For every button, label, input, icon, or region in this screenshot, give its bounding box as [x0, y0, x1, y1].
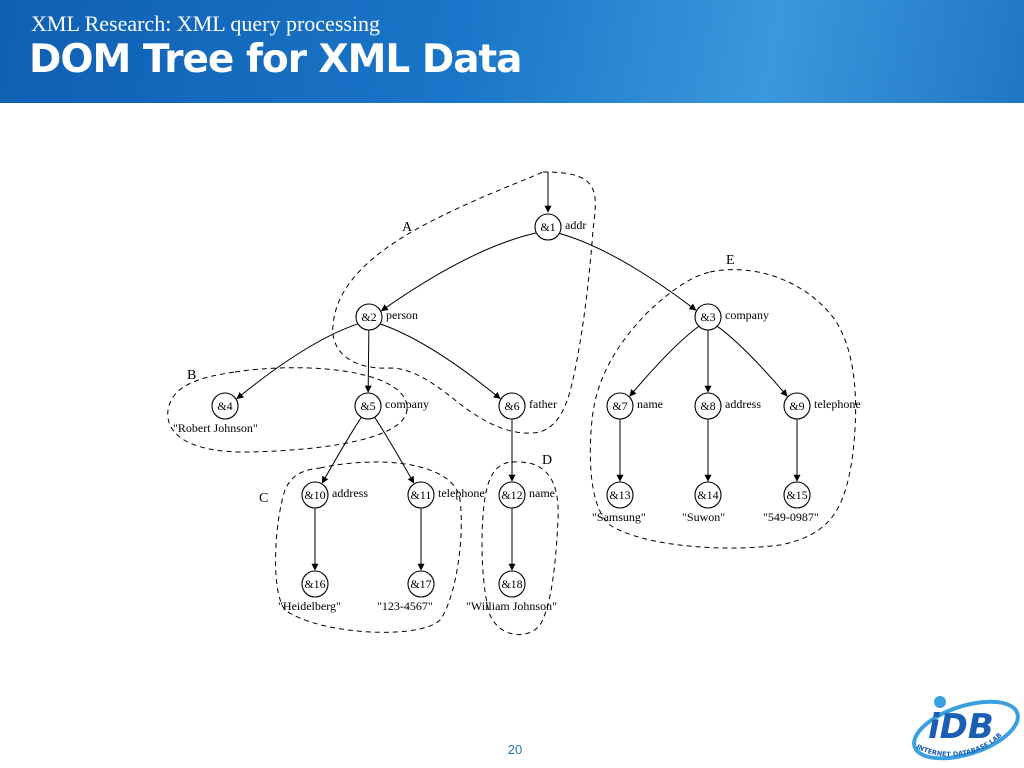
slide-title: DOM Tree for XML Data	[29, 37, 522, 82]
edge-n1-n2	[380, 232, 537, 312]
node-tag-label: telephone	[438, 486, 485, 500]
node-n5: &5 company	[354, 392, 429, 420]
node-tag-label: father	[529, 397, 557, 411]
region-e-outline	[589, 269, 857, 549]
node-n7: &7 name	[606, 392, 663, 420]
edge-n3-n9	[716, 325, 788, 397]
node-value-label: "123-4567"	[377, 599, 433, 613]
slide-subtitle: XML Research: XML query processing	[31, 11, 381, 36]
node-id-label: &14	[697, 488, 718, 502]
node-n4: &4 "Robert Johnson"	[173, 392, 258, 435]
edge-n2-n6	[379, 323, 501, 400]
node-circle	[694, 392, 722, 420]
node-value-label: "549-0987"	[763, 510, 819, 524]
node-n15: &15 "549-0987"	[763, 481, 819, 524]
region-label-b: B	[187, 368, 196, 383]
edge-n3-n7	[629, 325, 700, 397]
node-circle	[783, 392, 811, 420]
node-n12: &12 name	[498, 481, 555, 509]
node-circle	[301, 481, 329, 509]
node-id-label: &3	[700, 310, 715, 324]
node-n17: &17 "123-4567"	[377, 570, 435, 613]
node-tag-label: person	[386, 308, 418, 322]
node-tag-label: addr	[565, 218, 586, 232]
node-tag-label: name	[637, 397, 663, 411]
node-n14: &14 "Suwon"	[682, 481, 725, 524]
node-circle	[498, 481, 526, 509]
node-id-label: &4	[217, 399, 232, 413]
edge-n1-n3	[559, 232, 697, 311]
node-tag-label: address	[332, 486, 368, 500]
node-id-label: &15	[786, 488, 807, 502]
node-circle	[694, 481, 722, 509]
edge-n5-n10	[321, 416, 362, 484]
node-value-label: "Suwon"	[682, 510, 725, 524]
node-id-label: &12	[501, 488, 522, 502]
node-tag-label: telephone	[814, 397, 861, 411]
region-label-a: A	[402, 220, 413, 235]
region-label-d: D	[542, 453, 552, 468]
node-n9: &9 telephone	[783, 392, 861, 420]
node-id-label: &2	[361, 310, 376, 324]
node-id-label: &9	[789, 399, 804, 413]
node-value-label: "William Johnson"	[466, 599, 557, 613]
node-n2: &2 person	[355, 303, 418, 331]
node-id-label: &13	[609, 488, 630, 502]
node-tag-label: company	[725, 308, 769, 322]
node-tag-label: name	[529, 486, 555, 500]
logo-mark: iDB	[928, 707, 994, 747]
region-b-outline	[167, 367, 408, 453]
node-circle	[355, 303, 383, 331]
node-tag-label: company	[385, 397, 429, 411]
node-circle	[606, 481, 634, 509]
node-circle	[354, 392, 382, 420]
node-n1: &1 addr	[534, 213, 586, 241]
node-circle	[407, 481, 435, 509]
node-id-label: &16	[304, 577, 325, 591]
node-circle	[694, 303, 722, 331]
node-n11: &11 telephone	[407, 481, 485, 509]
node-circle	[211, 392, 239, 420]
region-c-outline	[275, 461, 462, 633]
page-number: 20	[507, 742, 523, 757]
node-id-label: &17	[410, 577, 431, 591]
node-value-label: "Samsung"	[592, 510, 646, 524]
node-circle	[301, 570, 329, 598]
node-circle	[783, 481, 811, 509]
node-id-label: &18	[501, 577, 522, 591]
title-banner: XML Research: XML query processing DOM T…	[0, 0, 1024, 103]
node-id-label: &8	[700, 399, 715, 413]
node-id-label: &5	[360, 399, 375, 413]
edge-n2-n4	[236, 323, 359, 400]
node-id-label: &7	[612, 399, 627, 413]
node-id-label: &1	[540, 220, 555, 234]
node-tag-label: address	[725, 397, 761, 411]
node-circle	[407, 570, 435, 598]
node-circle	[534, 213, 562, 241]
edge-n2-n5	[364, 329, 372, 393]
node-value-label: "Heidelberg"	[278, 599, 341, 613]
region-d-outline	[481, 461, 559, 636]
node-n10: &10 address	[301, 481, 368, 509]
region-a-outline	[332, 171, 596, 434]
node-n6: &6 father	[498, 392, 557, 420]
node-id-label: &11	[411, 488, 432, 502]
node-n13: &13 "Samsung"	[592, 481, 646, 524]
region-label-e: E	[726, 253, 735, 268]
node-circle	[498, 392, 526, 420]
node-n16: &16 "Heidelberg"	[278, 570, 341, 613]
node-value-label: "Robert Johnson"	[173, 421, 258, 435]
node-n3: &3 company	[694, 303, 769, 331]
region-label-c: C	[259, 491, 268, 506]
node-id-label: &6	[504, 399, 519, 413]
node-circle	[498, 570, 526, 598]
node-circle	[606, 392, 634, 420]
node-id-label: &10	[304, 488, 325, 502]
edge-n5-n11	[374, 416, 415, 484]
idb-logo: iDB INTERNET DATABASE LAB	[912, 696, 1020, 761]
node-n8: &8 address	[694, 392, 761, 420]
node-n18: &18 "William Johnson"	[466, 570, 557, 613]
